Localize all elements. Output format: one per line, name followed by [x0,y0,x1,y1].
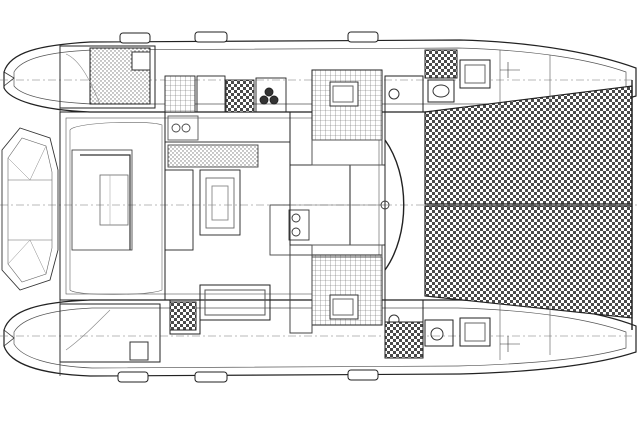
forward-cabin-port [311,69,424,166]
dinghy [1,127,59,291]
bow-details [499,50,551,360]
hatch [347,369,379,381]
hatch [119,32,151,44]
head-port [424,49,458,103]
aft-cabin-port [59,45,156,109]
trampolines [424,80,633,330]
aft-cabin-starboard [59,254,313,363]
hatch [117,371,149,383]
saloon-appliances [164,75,310,256]
head-starboard [384,319,454,359]
deck-hatches [117,31,491,383]
starboard-hull-outline [3,299,637,377]
hatch [194,31,228,43]
stern-steps [3,46,61,376]
cockpit [69,121,163,295]
hatch [194,371,228,383]
forward-cabin-starboard [311,244,424,341]
hatch [347,31,379,43]
galley [164,111,291,251]
starboard-hull [3,299,637,377]
trampoline-starboard [424,205,633,319]
port-hull-outline [3,39,637,113]
